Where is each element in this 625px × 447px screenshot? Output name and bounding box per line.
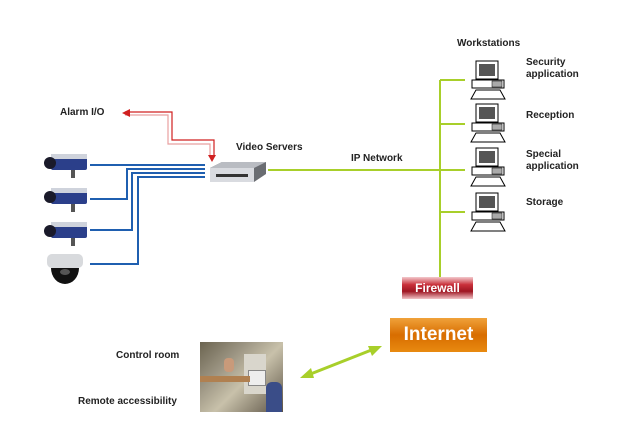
internet-badge: Internet: [390, 318, 487, 352]
control-room-label: Control room: [116, 350, 180, 361]
remote-accessibility-label: Remote accessibility: [78, 396, 177, 407]
ip-network-links: [268, 79, 465, 277]
arrow-right-icon: [368, 346, 382, 356]
box-camera-icon: [44, 188, 87, 212]
remote-link: [300, 346, 382, 378]
computer-icon: [470, 103, 506, 143]
workstation-storage: [470, 192, 506, 237]
video-servers-label: Video Servers: [236, 142, 303, 153]
workstation-label-line2: application: [526, 161, 579, 172]
workstation-security: [470, 60, 506, 105]
arrow-left-icon: [300, 368, 314, 378]
workstation-label-line1: Reception: [526, 110, 575, 121]
workstation-label-line1: Storage: [526, 197, 564, 208]
workstations-label: Workstations: [457, 38, 521, 49]
video-server-icon: [210, 162, 266, 182]
workstation-label-line1: Special: [526, 149, 562, 160]
camera-links: [90, 164, 205, 265]
workstation-reception: [470, 103, 506, 148]
control-room-photo: [200, 342, 283, 412]
computer-icon: [470, 147, 506, 187]
box-camera-icon: [44, 222, 87, 246]
workstation-label-line1: Security: [526, 57, 566, 68]
firewall-badge: Firewall: [402, 277, 473, 299]
alarm-arrow-down-icon: [208, 155, 216, 162]
ip-network-label: IP Network: [351, 153, 403, 164]
alarm-arrow-left-icon: [122, 109, 130, 117]
computer-icon: [470, 192, 506, 232]
alarm-io-label: Alarm I/O: [60, 107, 105, 118]
workstation-label-line2: application: [526, 69, 579, 80]
workstation-special: [470, 147, 506, 192]
dome-camera-icon: [47, 254, 83, 284]
computer-icon: [470, 60, 506, 100]
alarm-link: [122, 109, 216, 162]
box-camera-icon: [44, 154, 87, 178]
